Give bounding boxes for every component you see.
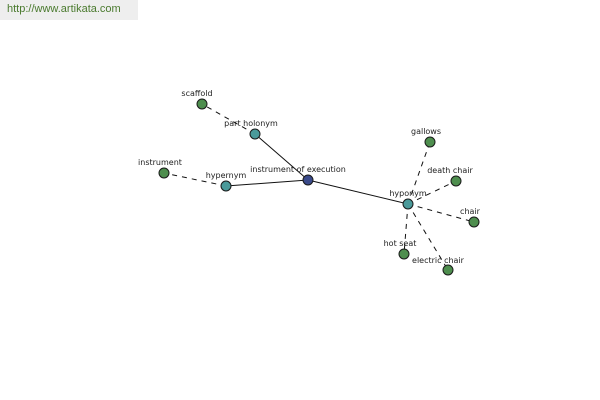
graph-edges	[163, 103, 475, 271]
node-scaffold[interactable]	[196, 98, 208, 110]
node-gallows[interactable]	[424, 136, 436, 148]
edge-center-to-hyponym	[307, 179, 409, 205]
edge-center-to-hypernym	[225, 179, 309, 187]
node-label-gallows[interactable]: gallows	[411, 127, 441, 136]
edge-hypernym-to-instrument	[163, 172, 227, 187]
edge-hyponym-to-electric-chair	[407, 203, 449, 271]
node-hypernym[interactable]	[220, 180, 232, 192]
node-label-hot-seat[interactable]: hot seat	[384, 239, 417, 248]
edge-hyponym-to-hot-seat	[403, 203, 409, 255]
edge-center-to-part-holonym	[254, 133, 309, 181]
edge-hyponym-to-gallows	[407, 141, 431, 205]
node-chair[interactable]	[468, 216, 480, 228]
node-label-chair[interactable]: chair	[460, 207, 481, 216]
node-hyponym[interactable]	[402, 198, 414, 210]
source-link[interactable]: http://www.artikata.com	[0, 0, 138, 20]
node-label-center[interactable]: instrument of execution	[250, 165, 346, 174]
node-death-chair[interactable]	[450, 175, 462, 187]
graph-nodes	[158, 98, 480, 276]
node-label-scaffold[interactable]: scaffold	[181, 89, 212, 98]
node-label-hyponym[interactable]: hyponym	[389, 189, 427, 198]
edge-part-holonym-to-scaffold	[201, 103, 256, 135]
node-label-death-chair[interactable]: death chair	[427, 166, 473, 175]
node-instrument[interactable]	[158, 167, 170, 179]
node-part-holonym[interactable]	[249, 128, 261, 140]
node-electric-chair[interactable]	[442, 264, 454, 276]
graph-labels: instrument of execution part holonym hyper…	[138, 89, 481, 265]
node-label-instrument[interactable]: instrument	[138, 158, 182, 167]
node-label-part-holonym[interactable]: part holonym	[224, 119, 278, 128]
node-label-electric-chair[interactable]: electric chair	[412, 256, 465, 265]
edge-hyponym-to-chair	[407, 203, 475, 223]
node-hot-seat[interactable]	[398, 248, 410, 260]
node-center[interactable]	[302, 174, 314, 186]
edge-hyponym-to-death-chair	[407, 180, 457, 205]
node-label-hypernym[interactable]: hypernym	[206, 171, 247, 180]
